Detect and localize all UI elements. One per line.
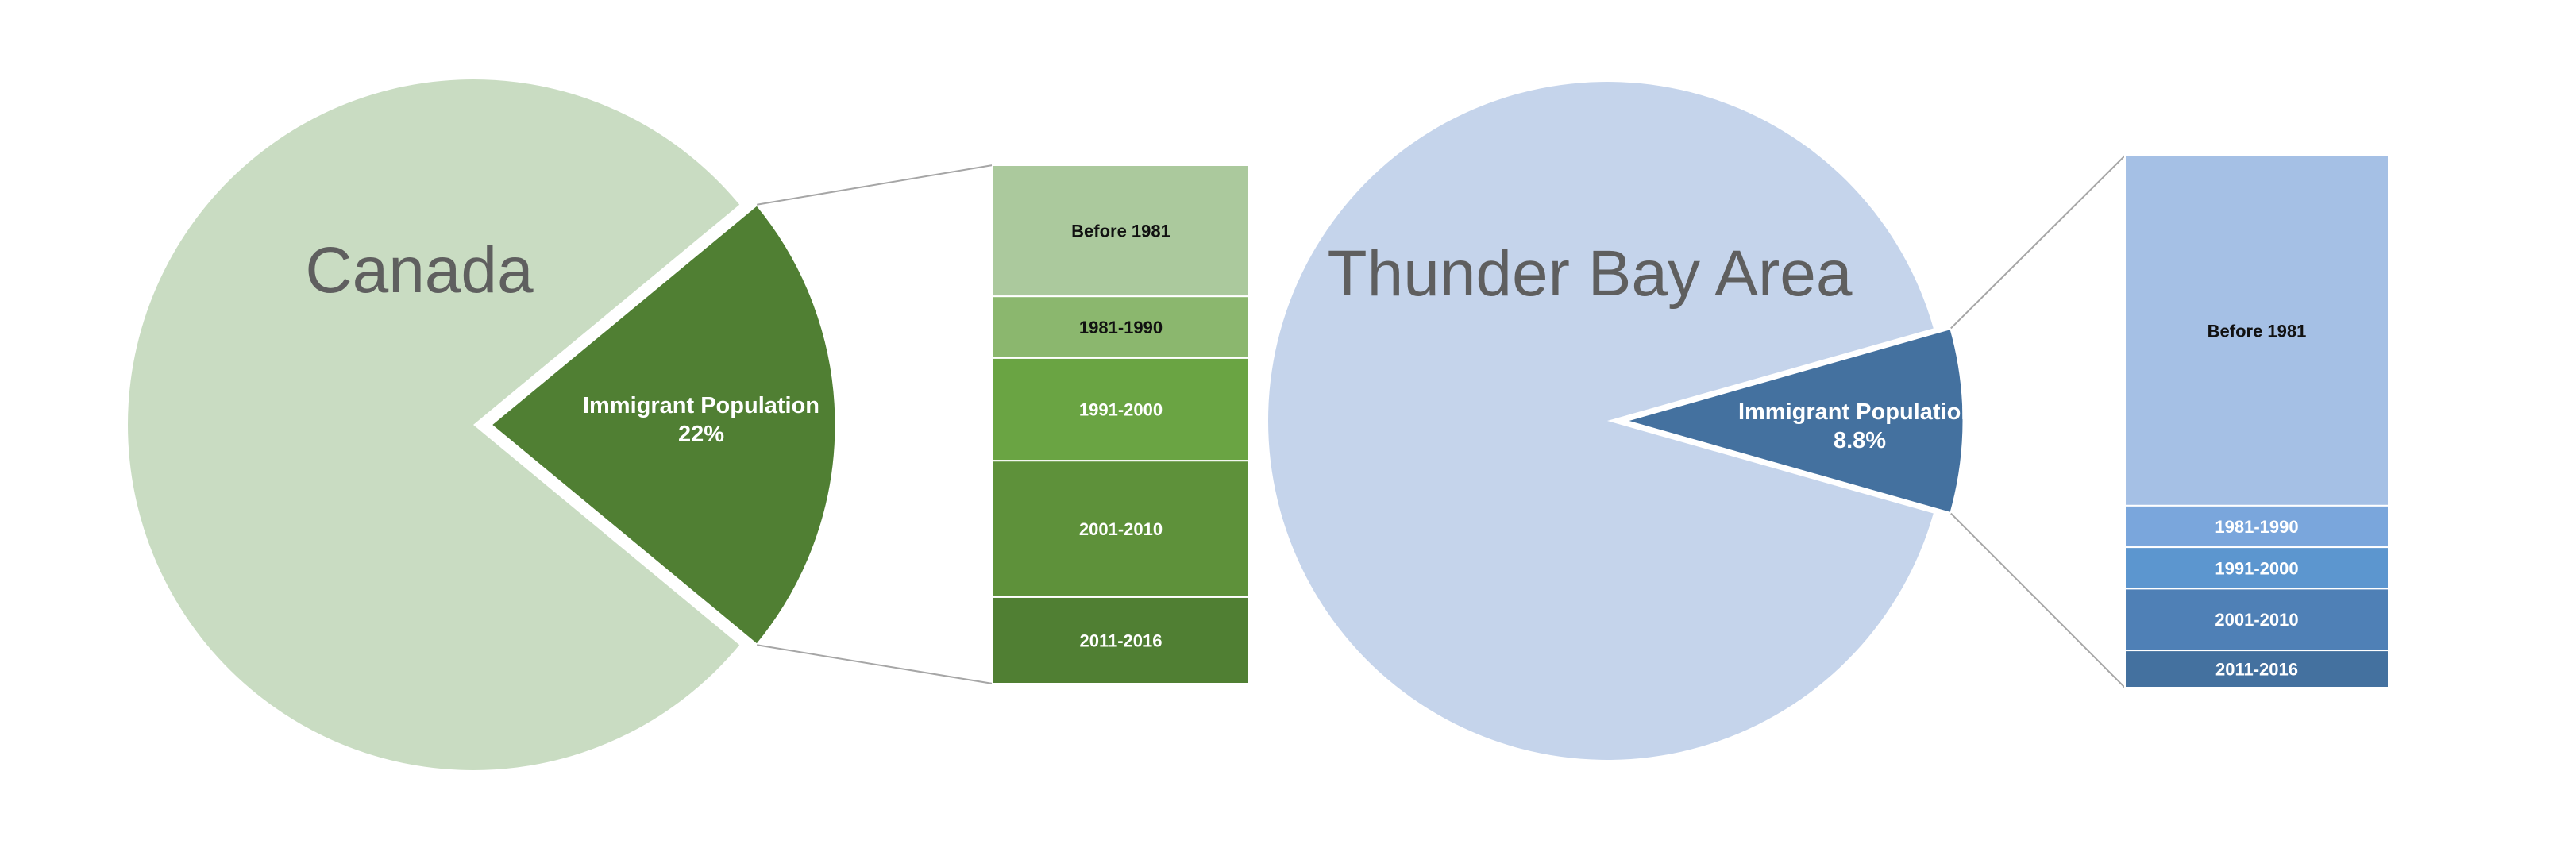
connector-line-top bbox=[757, 164, 993, 206]
bar-segment-before-1981 bbox=[2124, 155, 2389, 507]
bar-segment-label: 2001-2010 bbox=[2215, 610, 2298, 630]
bar-segment-label: 2011-2016 bbox=[2215, 660, 2298, 680]
connector-line-bottom bbox=[757, 644, 993, 684]
bar-segment-label: 1981-1990 bbox=[1079, 318, 1163, 337]
bar-segment-1981-1990 bbox=[992, 295, 1250, 359]
slice-value-label: 22% bbox=[678, 422, 724, 447]
bar-segment-1991-2000 bbox=[2124, 546, 2389, 590]
pie-slice-rest bbox=[1268, 81, 1934, 760]
bar-segment-1981-1990 bbox=[2124, 504, 2389, 549]
pie-slice-rest bbox=[128, 79, 740, 770]
slice-label: Immigrant Population bbox=[583, 393, 819, 418]
pie-slice-immigrant bbox=[1620, 326, 1965, 515]
connector-line-top bbox=[1950, 155, 2126, 330]
bar-segment-label: 2011-2016 bbox=[1080, 630, 1163, 650]
bar-segment-label: 1981-1990 bbox=[2215, 517, 2298, 537]
slice-value-label: 8.8% bbox=[1834, 428, 1886, 453]
connector-line-bottom bbox=[1950, 512, 2126, 688]
chart-title: Thunder Bay Area bbox=[1328, 237, 1853, 310]
bar-segment-label: Before 1981 bbox=[2208, 321, 2307, 341]
slice-label: Immigrant Population, bbox=[1738, 399, 1981, 425]
bar-segment-before-1981 bbox=[992, 164, 1250, 298]
bar-segment-2001-2010 bbox=[992, 460, 1250, 598]
chart-title: Canada bbox=[305, 234, 534, 306]
bar-segment-2011-2016 bbox=[992, 596, 1250, 684]
bar-segment-2001-2010 bbox=[2124, 588, 2389, 652]
bar-segment-2011-2016 bbox=[2124, 650, 2389, 688]
bar-segment-label: 1991-2000 bbox=[2215, 558, 2298, 578]
bar-segment-label: Before 1981 bbox=[1071, 222, 1170, 241]
bar-segment-label: 2001-2010 bbox=[1079, 519, 1163, 539]
bar-segment-label: 1991-2000 bbox=[1079, 400, 1163, 420]
bar-segment-1991-2000 bbox=[992, 357, 1250, 462]
pie-slice-immigrant bbox=[488, 202, 838, 647]
